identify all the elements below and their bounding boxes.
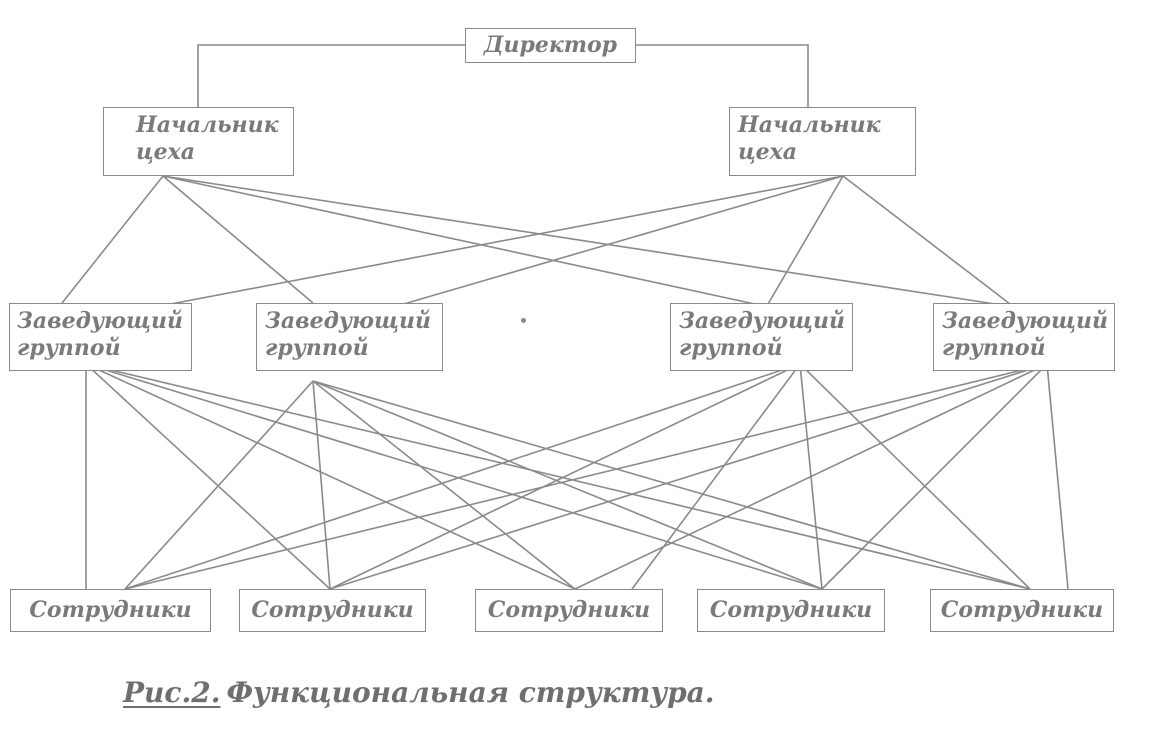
node-staff-2: Сотрудники (239, 589, 426, 632)
connector-manager1-staff4 (85, 363, 823, 590)
connector-manager4-staff2 (329, 363, 1048, 590)
connector-manager1-staff2 (85, 363, 331, 590)
node-head-left: Начальник цеха (103, 107, 294, 176)
connector-head1-manager4 (162, 175, 1009, 307)
node-head-line1: Начальник (136, 112, 279, 138)
node-manager-line1: Заведующий (265, 308, 431, 334)
node-head-line2: цеха (136, 139, 196, 165)
connector-manager4-staff5 (1046, 363, 1069, 590)
figure-caption-text: Функциональная структура. (226, 676, 715, 709)
node-head-right: Начальник цеха (729, 107, 916, 176)
connector-head2-manager3 (767, 175, 844, 305)
node-director: Директор (465, 28, 636, 63)
figure-caption-label: Рис.2. (123, 676, 221, 709)
node-manager-line2: группой (679, 335, 783, 361)
connector-manager2-staff1 (124, 380, 314, 590)
node-manager-line2: группой (265, 335, 369, 361)
node-manager-line2: группой (942, 335, 1046, 361)
node-manager-1: Заведующий группой (9, 303, 192, 371)
figure-caption: Рис.2.Функциональная структура. (123, 676, 715, 709)
stray-dot-mark (521, 318, 526, 323)
node-head-line1: Начальник (738, 112, 881, 138)
connector-manager4-staff3 (574, 363, 1048, 590)
node-director-label: Директор (483, 32, 618, 58)
connector-manager2-staff5 (312, 380, 1031, 590)
connector-manager1-staff3 (85, 363, 576, 590)
connector-manager4-staff4 (821, 363, 1048, 590)
connector-director-right (636, 44, 809, 107)
node-staff-label: Сотрудники (487, 597, 651, 623)
node-manager-3: Заведующий группой (670, 303, 853, 371)
node-manager-line2: группой (17, 335, 121, 361)
node-manager-2: Заведующий группой (256, 303, 443, 371)
connector-manager3-staff2 (329, 363, 801, 590)
node-manager-line1: Заведующий (679, 308, 845, 334)
node-manager-line1: Заведующий (17, 308, 183, 334)
connector-head1-manager1 (61, 175, 164, 304)
connector-manager2-staff2 (312, 380, 331, 590)
connector-manager1-staff5 (85, 363, 1031, 590)
node-manager-4: Заведующий группой (933, 303, 1115, 371)
connector-director-left (197, 44, 465, 107)
connector-manager3-staff3 (631, 363, 801, 590)
connector-manager3-staff5 (799, 363, 1031, 590)
connector-manager4-staff1 (124, 363, 1048, 590)
connector-head2-manager2 (389, 175, 844, 309)
node-staff-5: Сотрудники (930, 589, 1114, 632)
node-staff-label: Сотрудники (709, 597, 873, 623)
node-staff-3: Сотрудники (475, 589, 663, 632)
node-staff-1: Сотрудники (10, 589, 211, 632)
node-staff-4: Сотрудники (697, 589, 885, 632)
connector-manager3-staff1 (124, 363, 801, 590)
node-staff-label: Сотрудники (251, 597, 414, 623)
connector-head2-manager1 (133, 175, 844, 312)
node-staff-label: Сотрудники (940, 597, 1104, 623)
connector-manager2-staff4 (312, 380, 823, 590)
connector-manager2-staff3 (312, 380, 576, 590)
node-staff-label: Сотрудники (29, 597, 192, 623)
connector-head2-manager4 (842, 175, 1011, 305)
connector-head1-manager3 (162, 175, 788, 312)
node-head-line2: цеха (738, 139, 798, 165)
node-manager-line1: Заведующий (942, 308, 1108, 334)
